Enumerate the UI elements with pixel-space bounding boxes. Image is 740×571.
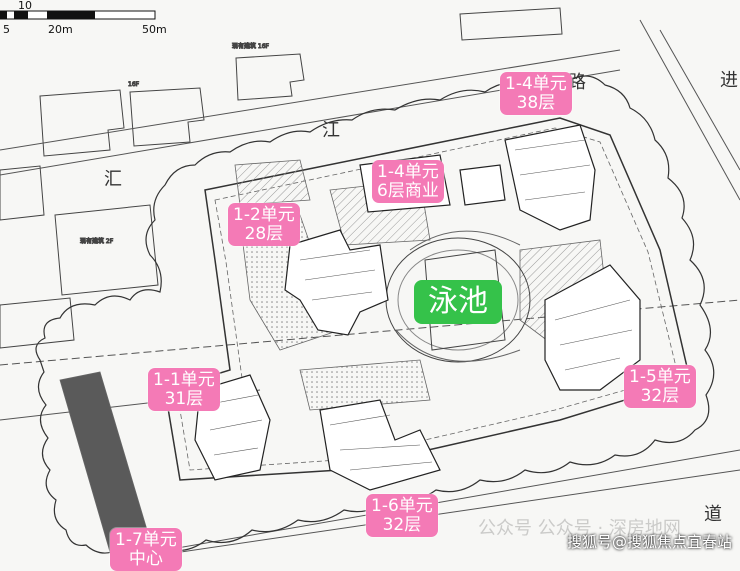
unit-tag-label: 1-2单元: [233, 205, 295, 225]
unit-tag-1-4-commercial: 1-4单元 6层商业: [372, 160, 444, 204]
unit-tag-label: 1-4单元: [377, 162, 439, 182]
unit-tag-label: 1-5单元: [629, 367, 691, 387]
unit-tag-label: 1-4单元: [505, 74, 567, 94]
road-name-char-3: 路: [568, 72, 586, 93]
watermark-bottom: 搜狐号@搜狐焦点宜春站: [566, 533, 732, 551]
existing-building-2f: 现有建筑 2F: [80, 237, 114, 245]
unit-tag-floors: 31层: [164, 388, 204, 409]
scale-tick-50m: 50m: [142, 23, 167, 36]
landscape-zones: [59, 159, 611, 553]
unit-tag-floors: 32层: [382, 514, 422, 535]
unit-tag-1-7: 1-7单元 中心: [110, 528, 182, 571]
unit-tag-label: 1-1单元: [153, 370, 215, 390]
unit-tag-1-6: 1-6单元 32层: [366, 494, 438, 538]
unit-tag-label: 1-6单元: [371, 496, 433, 516]
existing-building-note: 现有建筑 16F: [232, 42, 270, 50]
unit-tag-floors: 28层: [244, 223, 284, 244]
unit-tag-floors: 中心: [128, 548, 163, 569]
road-name-east: 进: [720, 70, 738, 91]
pool-label: 泳池: [414, 280, 502, 324]
existing-building-floors: 16F: [128, 81, 140, 88]
road-name-south: 道: [704, 504, 722, 525]
existing-buildings: 现有建筑 16F 16F 现有建筑 2F: [0, 7, 563, 349]
unit-tag-floors: 32层: [640, 385, 680, 406]
unit-tag-1-2: 1-2单元 28层: [228, 203, 300, 247]
site-inner-outline-2: [177, 127, 679, 471]
site-plan-drawing: 10 5 20m 50m 现有建筑 16F 16F 现有建筑 2F: [0, 0, 740, 558]
central-court: [385, 230, 531, 363]
site-inner-outline: [164, 117, 691, 481]
road-name-char-2: 江: [322, 120, 340, 141]
unit-tag-label: 1-7单元: [115, 530, 177, 550]
building-footprints: [194, 124, 641, 491]
unit-tag-1-4-tower: 1-4单元 38层: [500, 72, 572, 116]
building-details: [204, 139, 633, 471]
road-name-char-1: 汇: [104, 169, 122, 190]
unit-tag-floors: 6层商业: [377, 180, 439, 201]
unit-tag-floors: 38层: [516, 92, 556, 113]
scale-tick-5: 5: [3, 23, 10, 36]
scale-tick-20m: 20m: [48, 23, 73, 36]
watermark-faint: 公众号 公众号 · 深房地网: [478, 518, 681, 539]
scale-bar: 10 5 20m 50m: [0, 0, 167, 36]
scale-tick-10: 10: [18, 0, 32, 12]
unit-tag-1-1: 1-1单元 31层: [148, 368, 220, 412]
unit-tag-1-5: 1-5单元 32层: [624, 365, 696, 409]
